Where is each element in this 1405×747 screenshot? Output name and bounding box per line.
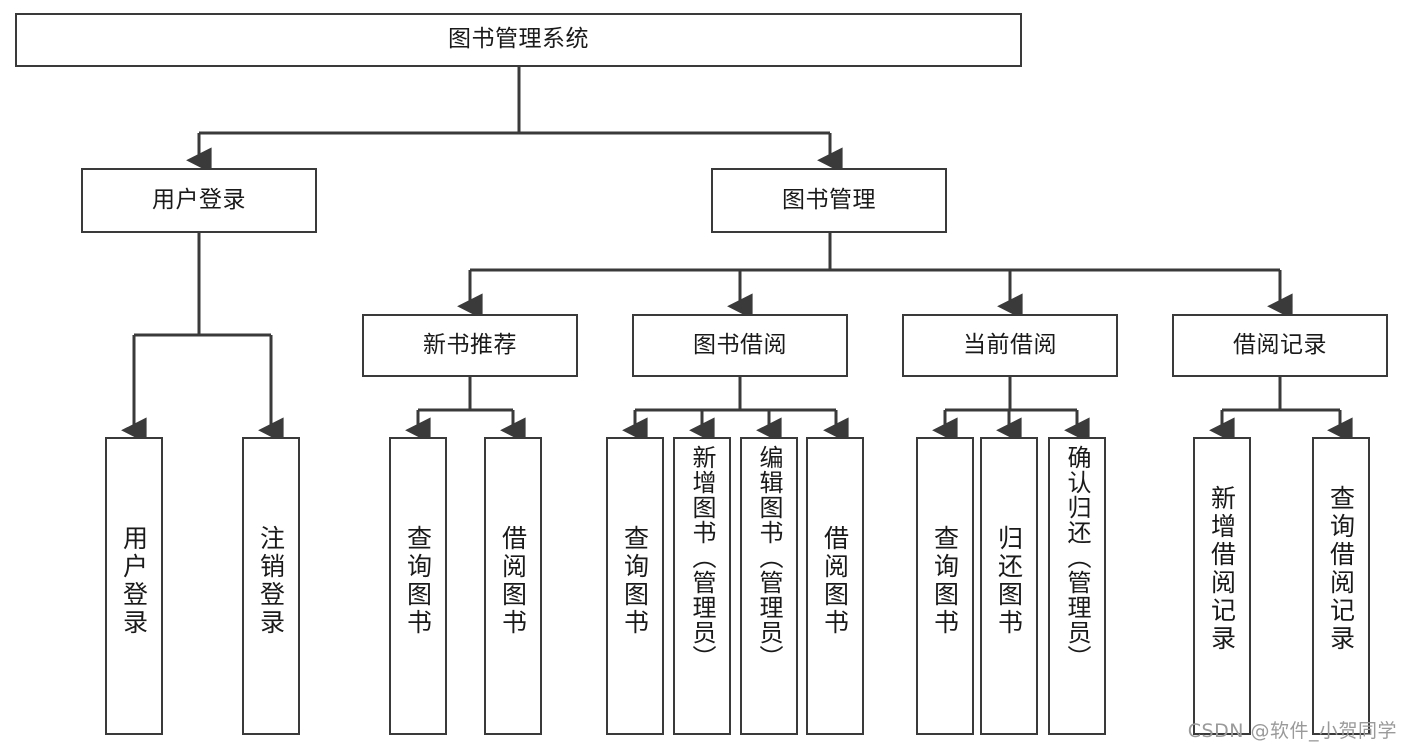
leaf-user-login-signout[interactable]: 注销登录 (242, 437, 300, 735)
node-book-management[interactable]: 图书管理 (711, 168, 947, 233)
node-book-borrow[interactable]: 图书借阅 (632, 314, 848, 377)
node-label: 用户登录 (152, 186, 246, 213)
leaf-new-book-borrow[interactable]: 借阅图书 (484, 437, 542, 735)
leaf-records-query-record[interactable]: 查询借阅记录 (1312, 437, 1370, 735)
node-label: 借阅图书 (498, 525, 528, 637)
node-label: 确认归还（管理员） (1063, 445, 1091, 670)
node-label: 新增图书（管理员） (688, 445, 716, 670)
node-label: 编辑图书（管理员） (755, 445, 783, 670)
node-label: 查询图书 (620, 525, 650, 637)
node-label: 借阅图书 (820, 525, 850, 637)
leaf-new-book-query[interactable]: 查询图书 (389, 437, 447, 735)
leaf-current-query-book[interactable]: 查询图书 (916, 437, 974, 735)
node-current-borrow[interactable]: 当前借阅 (902, 314, 1118, 377)
node-label: 查询借阅记录 (1326, 485, 1356, 653)
node-label: 图书管理 (782, 186, 876, 213)
leaf-borrow-query-book[interactable]: 查询图书 (606, 437, 664, 735)
node-label: 查询图书 (403, 525, 433, 637)
leaf-current-return-book[interactable]: 归还图书 (980, 437, 1038, 735)
node-borrow-records[interactable]: 借阅记录 (1172, 314, 1388, 377)
leaf-borrow-edit-book-admin[interactable]: 编辑图书（管理员） (740, 437, 798, 735)
leaf-borrow-borrow-book[interactable]: 借阅图书 (806, 437, 864, 735)
node-label: 新增借阅记录 (1207, 485, 1237, 653)
leaf-user-login-signin[interactable]: 用户登录 (105, 437, 163, 735)
node-label: 新书推荐 (423, 331, 517, 358)
node-label: 借阅记录 (1233, 331, 1327, 358)
node-label: 当前借阅 (963, 331, 1057, 358)
leaf-records-add-record[interactable]: 新增借阅记录 (1193, 437, 1251, 735)
node-label: 图书借阅 (693, 331, 787, 358)
node-label: 归还图书 (994, 525, 1024, 637)
leaf-current-confirm-return-admin[interactable]: 确认归还（管理员） (1048, 437, 1106, 735)
node-root-book-management-system[interactable]: 图书管理系统 (15, 13, 1022, 67)
node-label: 图书管理系统 (448, 26, 589, 53)
node-new-book-recommend[interactable]: 新书推荐 (362, 314, 578, 377)
node-label: 注销登录 (256, 525, 286, 637)
node-user-login[interactable]: 用户登录 (81, 168, 317, 233)
leaf-borrow-add-book-admin[interactable]: 新增图书（管理员） (673, 437, 731, 735)
node-label: 查询图书 (930, 525, 960, 637)
node-label: 用户登录 (119, 525, 149, 637)
